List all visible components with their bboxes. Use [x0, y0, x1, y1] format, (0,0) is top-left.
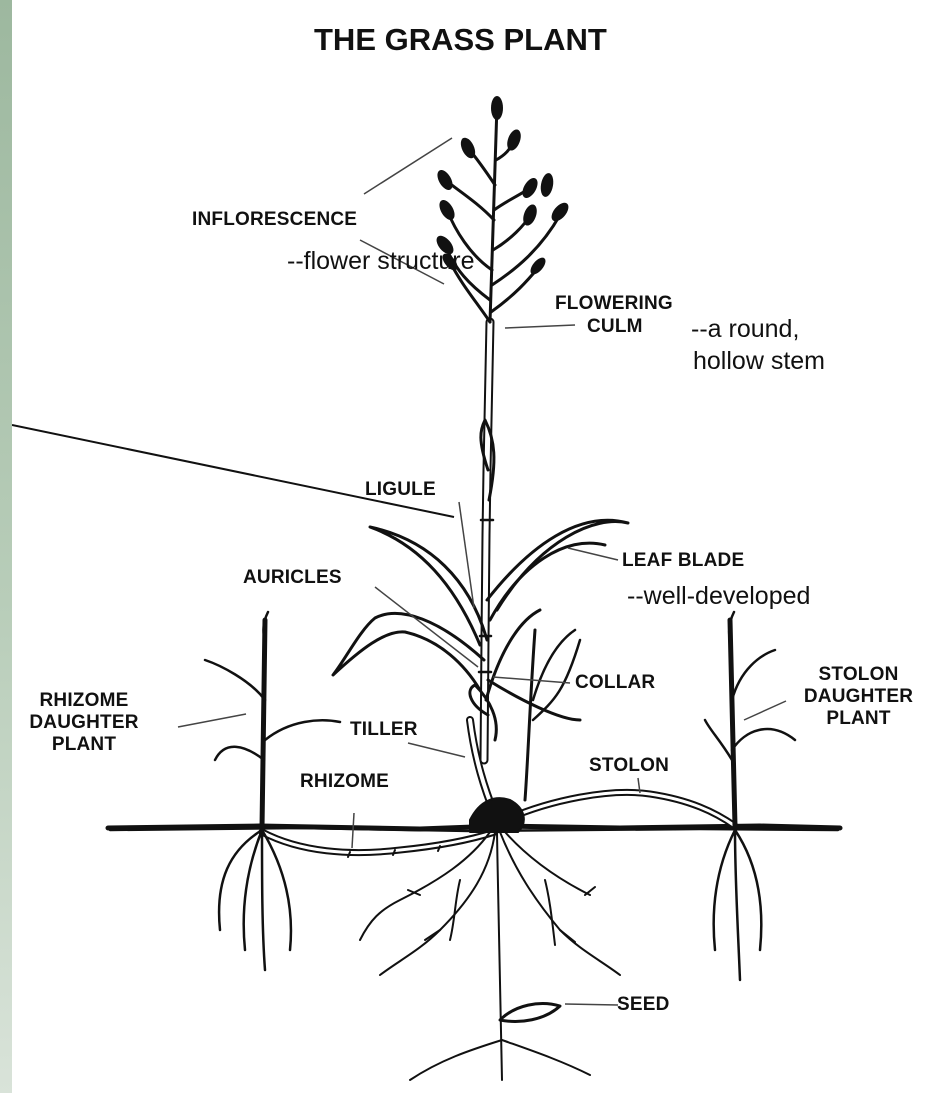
label-collar: COLLAR: [575, 672, 655, 694]
inflorescence: [445, 105, 560, 322]
label-rhizome: RHIZOME: [300, 771, 389, 793]
stolon-daughter-plant: [705, 612, 795, 980]
label-line: DAUGHTER: [24, 712, 144, 734]
label-ligule: LIGULE: [365, 479, 436, 501]
main-roots: [360, 832, 620, 1080]
label-seed: SEED: [617, 994, 670, 1016]
label-rhizome-daughter-plant: RHIZOME DAUGHTER PLANT: [24, 690, 144, 756]
note-round-stem: --a round,: [691, 314, 799, 345]
label-line: STOLON: [784, 664, 933, 686]
pointer-line: [12, 425, 454, 517]
label-culm: CULM: [587, 316, 643, 338]
label-auricles: AURICLES: [243, 567, 342, 589]
label-flowering: FLOWERING: [555, 293, 673, 315]
note-hollow-stem: hollow stem: [693, 346, 825, 377]
label-leaf-blade: LEAF BLADE: [622, 550, 744, 572]
note-flower-structure: --flower structure: [287, 246, 475, 277]
plant-base: [470, 798, 524, 832]
stolon: [505, 792, 735, 826]
label-stolon: STOLON: [589, 755, 669, 777]
label-stolon-daughter-plant: STOLON DAUGHTER PLANT: [784, 664, 933, 730]
seed: [500, 1004, 560, 1022]
label-tiller: TILLER: [350, 719, 418, 741]
label-line: DAUGHTER: [784, 686, 933, 708]
diagram-title: THE GRASS PLANT: [314, 22, 607, 58]
note-well-developed: --well-developed: [627, 581, 810, 612]
label-line: RHIZOME: [24, 690, 144, 712]
label-line: PLANT: [24, 734, 144, 756]
label-line: PLANT: [784, 708, 933, 730]
label-inflorescence: INFLORESCENCE: [192, 209, 357, 231]
slide-canvas: THE GRASS PLANT INFLORESCENCE --flower s…: [12, 0, 933, 1093]
grass-plant-diagram: [12, 0, 933, 1093]
